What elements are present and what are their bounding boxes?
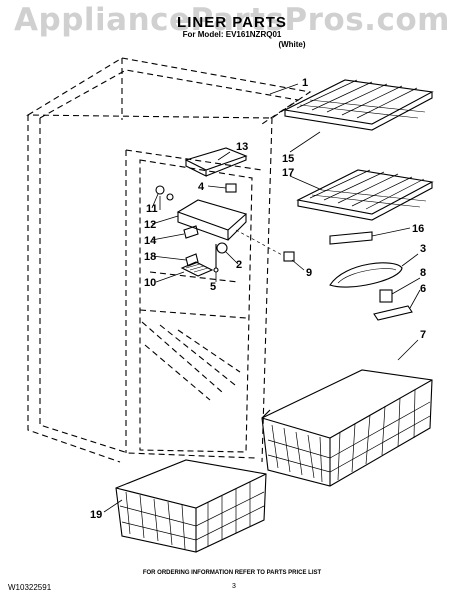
callout-13: 13	[236, 141, 248, 153]
callout-19: 19	[90, 509, 102, 521]
callout-6: 6	[420, 283, 426, 295]
model-line: For Model: EV161NZRQ01	[182, 30, 282, 39]
leader-lines	[103, 83, 421, 513]
callout-numbers: 1 13 15 17 4 11 12 14 18 10 5 2 9 16 3 8…	[90, 77, 426, 521]
part-18-clip	[185, 253, 199, 267]
shelf-upper	[283, 79, 434, 131]
callout-3: 3	[420, 243, 426, 255]
part-9-connector	[283, 251, 295, 262]
part-12-housing	[176, 199, 248, 241]
shelf-lower	[296, 169, 434, 221]
model-variant: (White)	[278, 40, 306, 49]
document-number: W10322591	[8, 583, 52, 592]
part-4-block	[225, 183, 237, 193]
basket-small	[115, 459, 267, 553]
callout-1: 1	[302, 77, 308, 89]
callout-8: 8	[420, 267, 426, 279]
callout-10: 10	[144, 277, 156, 289]
part-3-light-cover	[329, 262, 403, 288]
callout-7: 7	[420, 329, 426, 341]
callout-15: 15	[282, 153, 294, 165]
page-number: 3	[232, 583, 236, 590]
callout-2: 2	[236, 259, 242, 271]
page-title: LINER PARTS	[177, 14, 287, 31]
basket-large	[261, 369, 433, 487]
callout-9: 9	[306, 267, 312, 279]
callout-4: 4	[198, 181, 205, 193]
part-2-knob	[216, 242, 228, 254]
part-6-lens	[373, 305, 413, 321]
part-10-grille	[180, 261, 214, 277]
site-watermark: AppliancePartsPros.com	[14, 2, 450, 38]
callout-18: 18	[144, 251, 156, 263]
part-8-switch	[379, 289, 393, 303]
callout-5: 5	[210, 281, 216, 293]
part-16-trim	[329, 231, 373, 245]
callout-11: 11	[146, 203, 158, 215]
part-14-bracket	[183, 225, 199, 239]
callout-14: 14	[144, 235, 157, 247]
liner-cabinet	[26, 57, 312, 463]
ordering-note: FOR ORDERING INFORMATION REFER TO PARTS …	[142, 570, 322, 576]
part-13-cover	[184, 147, 248, 177]
callout-16: 16	[412, 223, 424, 235]
callout-17: 17	[282, 167, 294, 179]
part-11-screw	[155, 185, 165, 195]
callout-12: 12	[144, 219, 156, 231]
